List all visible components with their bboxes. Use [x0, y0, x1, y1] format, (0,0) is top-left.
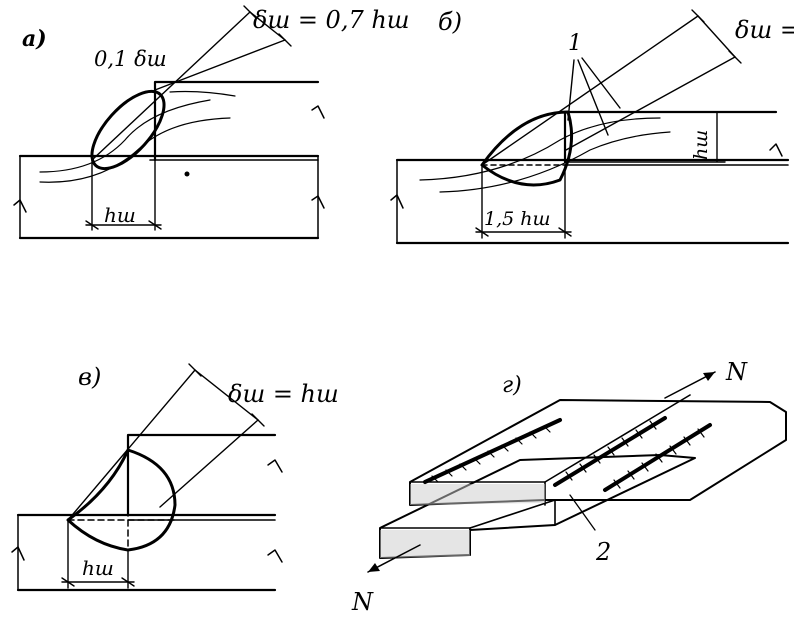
panel-a-offset-label: 0,1 δш	[94, 47, 167, 71]
panel-d-force-bottom: N	[351, 588, 374, 616]
panel-b-letter: б)	[438, 8, 462, 36]
panel-d-weld-middle	[553, 416, 667, 487]
panel-a-letter: а)	[22, 26, 47, 52]
panel-c-weld-bead	[66, 448, 177, 552]
panel-c-fillet-label: hш	[82, 556, 114, 580]
panel-b-weld-bead	[480, 110, 574, 187]
panel-c-letter: в)	[78, 363, 101, 391]
panel-d-letter: г)	[502, 373, 522, 398]
panel-c-upper-plate	[126, 433, 277, 517]
panel-b: б) δш = 0, 1 hш 1,5 hш	[390, 8, 794, 245]
panel-a: а) δш = 0,7 hш 0,1 δш hш	[13, 5, 410, 240]
panel-b-throat-label: δш = 0,	[735, 16, 794, 44]
panel-a-upper-plate	[153, 80, 320, 162]
panel-a-throat-label: δш = 0,7 hш	[253, 6, 410, 34]
panel-d-callout-label: 2	[595, 538, 611, 566]
panel-d-weld-right	[603, 423, 712, 492]
panel-a-fillet-label: hш	[104, 203, 136, 227]
panel-b-leg-label: hш	[690, 130, 712, 160]
panel-c: в) δш = hш hш	[11, 363, 339, 592]
panel-b-upper-plate	[563, 110, 778, 164]
panel-c-throat-label: δш = hш	[228, 380, 339, 408]
panel-b-callout-label: 1	[568, 31, 582, 56]
panel-b-width-label: 1,5 hш	[484, 208, 551, 230]
panel-d: г) N N 2	[351, 358, 787, 616]
panel-d-force-top: N	[725, 358, 748, 386]
